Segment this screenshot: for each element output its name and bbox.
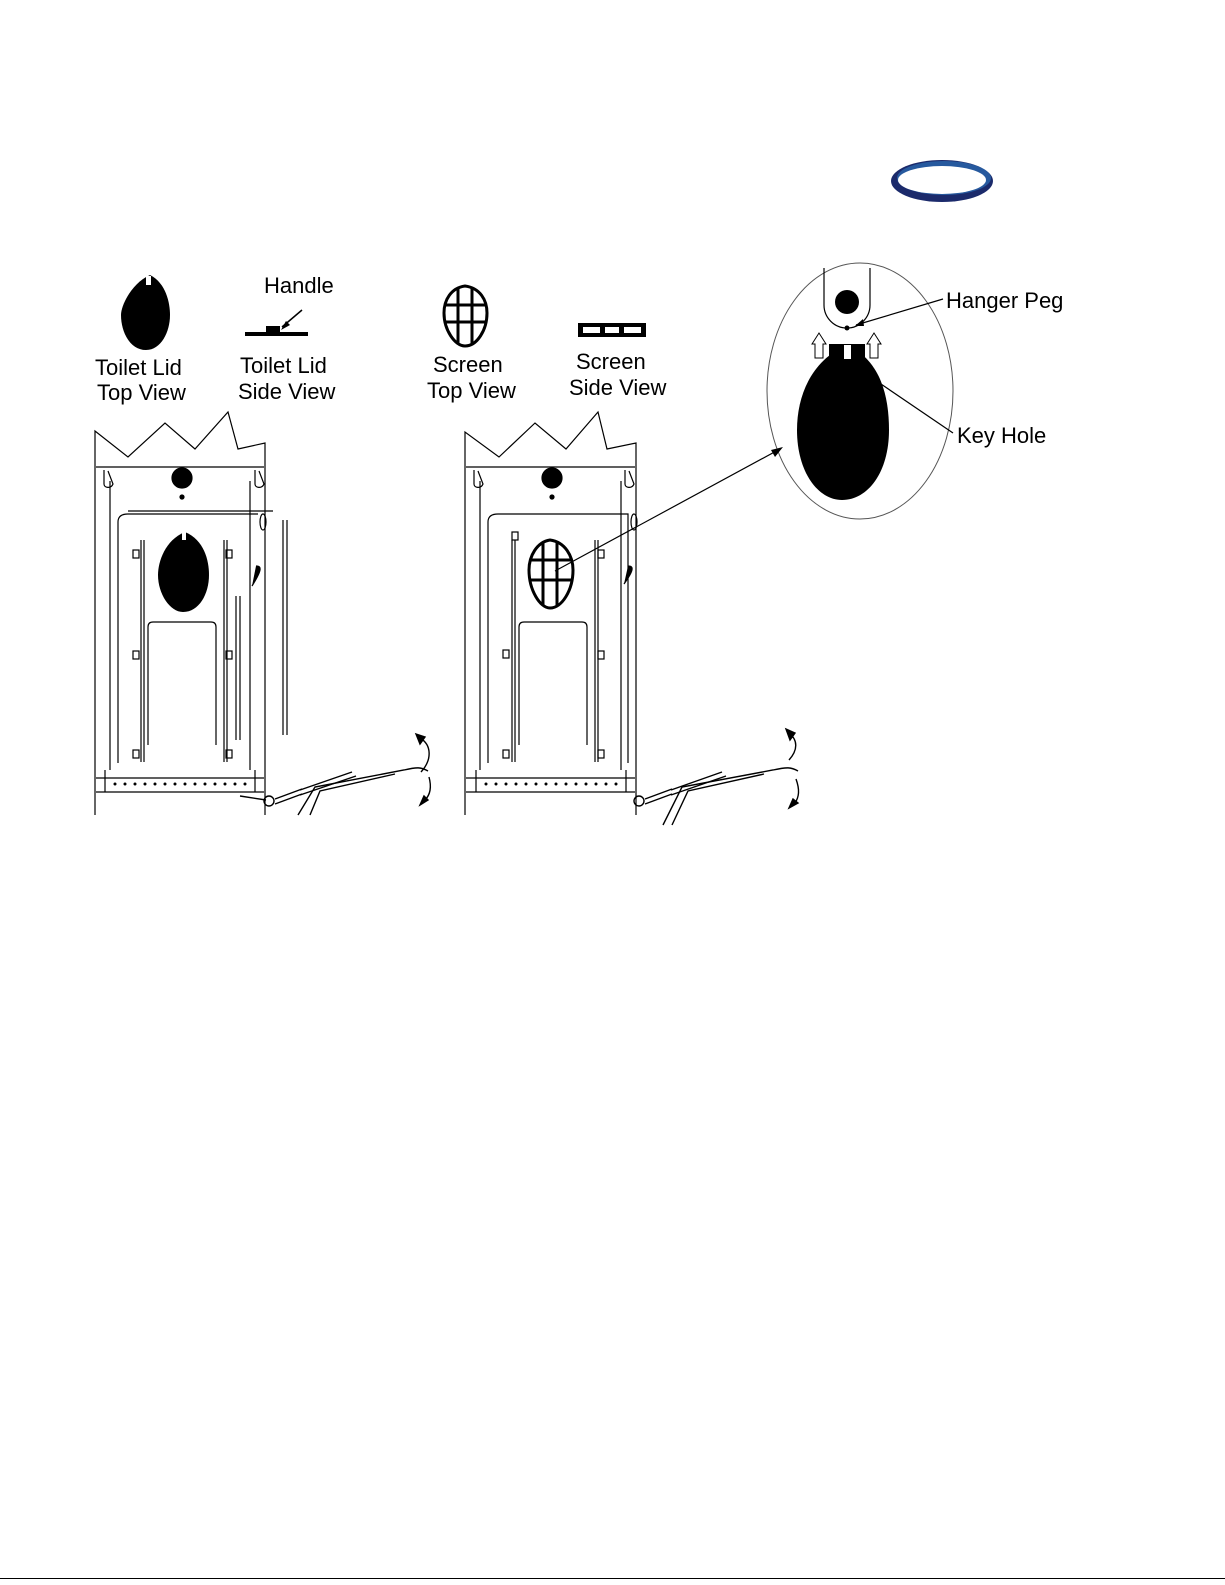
handle-label: Handle [264, 273, 334, 298]
screen-top-view-drawing [444, 286, 487, 346]
screen-top-view-label: Screen Top View [427, 352, 516, 403]
cabinet-middle-holes [485, 783, 618, 786]
pivot-arrow-icon [416, 734, 430, 805]
cabinet-with-screen [465, 412, 637, 815]
key-hole-detail-view [767, 263, 953, 519]
cabinet-with-toilet-lid [95, 412, 287, 815]
key-hole-label: Key Hole [957, 423, 1046, 448]
page-bottom-rule [0, 1578, 1225, 1579]
toilet-lid-top-view-label: Toilet Lid Top View [95, 355, 188, 405]
screen-side-view-drawing [578, 323, 646, 337]
middle-open-door [634, 768, 798, 825]
left-open-door [240, 768, 428, 815]
hanger-peg-label: Hanger Peg [946, 288, 1063, 313]
cabinet-left-holes [114, 783, 247, 786]
oval-badge-icon [891, 160, 993, 202]
toilet-lid-side-view-drawing [245, 310, 308, 336]
hung-toilet-lid [158, 532, 209, 612]
toilet-lid-top-view-drawing [121, 275, 170, 350]
screen-side-view-label: Screen Side View [569, 349, 667, 400]
toilet-lid-side-view-label: Toilet Lid Side View [238, 353, 336, 404]
hung-screen [529, 540, 573, 608]
